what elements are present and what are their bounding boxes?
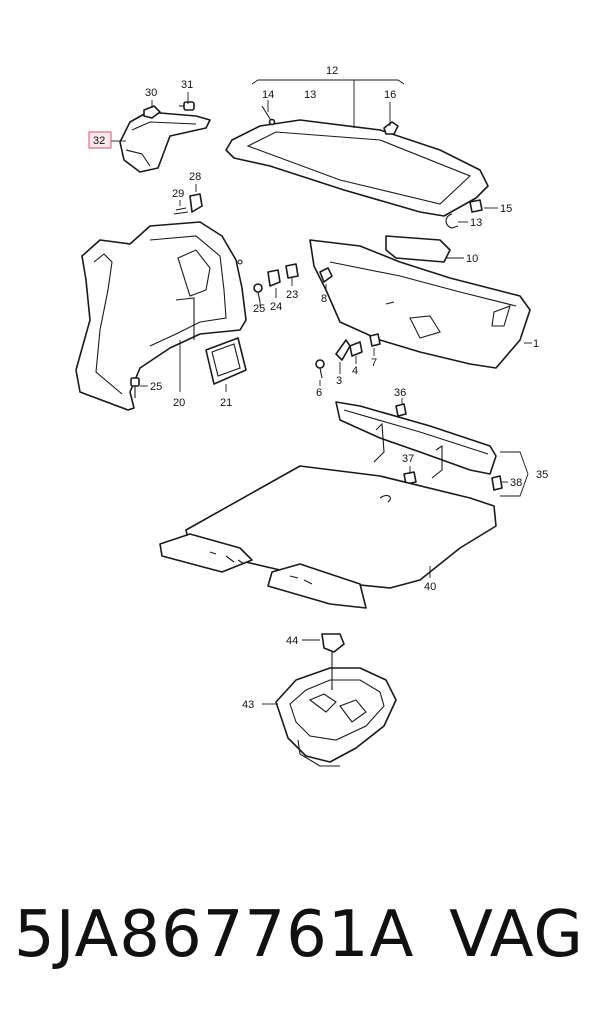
strap-3: [335, 339, 351, 361]
bolt-25-lower: [130, 377, 140, 398]
callout-23: 23: [286, 289, 298, 301]
clip-15: [469, 199, 483, 213]
callout-35: 35: [536, 469, 548, 481]
floor-cover-40: [159, 465, 497, 609]
hook-13: [445, 213, 459, 229]
parts-diagram: 1 3 4 6 7 8 10 12 13 13 14 15 16 20 21 2…: [75, 65, 548, 767]
brand-label: VAG: [449, 898, 584, 972]
callout-10: 10: [466, 253, 478, 265]
nut-23: [285, 263, 299, 279]
callout-40: 40: [424, 581, 436, 593]
side-trim-20: [75, 221, 247, 411]
callout-8: 8: [321, 293, 327, 305]
callout-38: 38: [510, 477, 522, 489]
leader-lines: [111, 79, 532, 705]
callout-44: 44: [286, 635, 298, 647]
screw-31: [179, 101, 195, 111]
clip-24: [267, 269, 281, 287]
callout-16: 16: [384, 89, 396, 101]
callout-29: 29: [172, 188, 184, 200]
clip-8: [319, 267, 333, 283]
callout-1: 1: [533, 338, 539, 350]
clip-36: [395, 403, 407, 417]
clip-16: [383, 121, 399, 135]
handle-10: [385, 235, 451, 263]
highlight-box-32: [88, 131, 112, 149]
callout-28: 28: [189, 171, 201, 183]
callout-30: 30: [145, 87, 157, 99]
part-number: 5JA867761A: [14, 898, 415, 972]
callout-20: 20: [173, 397, 185, 409]
callout-4: 4: [352, 365, 358, 377]
fastener-28: [189, 193, 203, 213]
callout-15: 15: [500, 203, 512, 215]
clip-7: [369, 333, 381, 347]
clip-38: [491, 475, 503, 491]
cover-21: [205, 337, 247, 385]
screw-6: [315, 359, 325, 379]
grommet-14: [261, 105, 276, 126]
callout-14: 14: [262, 89, 274, 101]
trim-strip-35: [335, 401, 497, 479]
callout-37: 37: [402, 453, 414, 465]
callout-31: 31: [181, 79, 193, 91]
callout-32: 32: [93, 135, 105, 147]
clip-4: [349, 341, 363, 357]
callout-13a: 13: [304, 89, 316, 101]
parcel-shelf-12: [225, 119, 489, 217]
callout-6: 6: [316, 387, 322, 399]
callout-21: 21: [220, 397, 232, 409]
callout-25b: 25: [150, 381, 162, 393]
tyre-well-insert-43: [275, 667, 397, 767]
callout-labels: 1 3 4 6 7 8 10 12 13 13 14 15 16 20 21 2…: [93, 65, 548, 711]
part-32-bracket: [119, 111, 211, 173]
callout-25a: 25: [253, 303, 265, 315]
callout-7: 7: [371, 357, 377, 369]
callout-13b: 13: [470, 217, 482, 229]
callout-3: 3: [336, 375, 342, 387]
callout-24: 24: [270, 301, 282, 313]
nut-37: [403, 471, 417, 485]
callout-36: 36: [394, 387, 406, 399]
callout-43: 43: [242, 699, 254, 711]
footer: 5JA867761A VAG: [0, 890, 600, 980]
screw-25-upper: [253, 283, 263, 303]
clip-29: [173, 207, 189, 215]
retaining-bolt-44: [321, 633, 345, 690]
rear-panel-1: [309, 239, 531, 369]
callout-12: 12: [326, 65, 338, 77]
